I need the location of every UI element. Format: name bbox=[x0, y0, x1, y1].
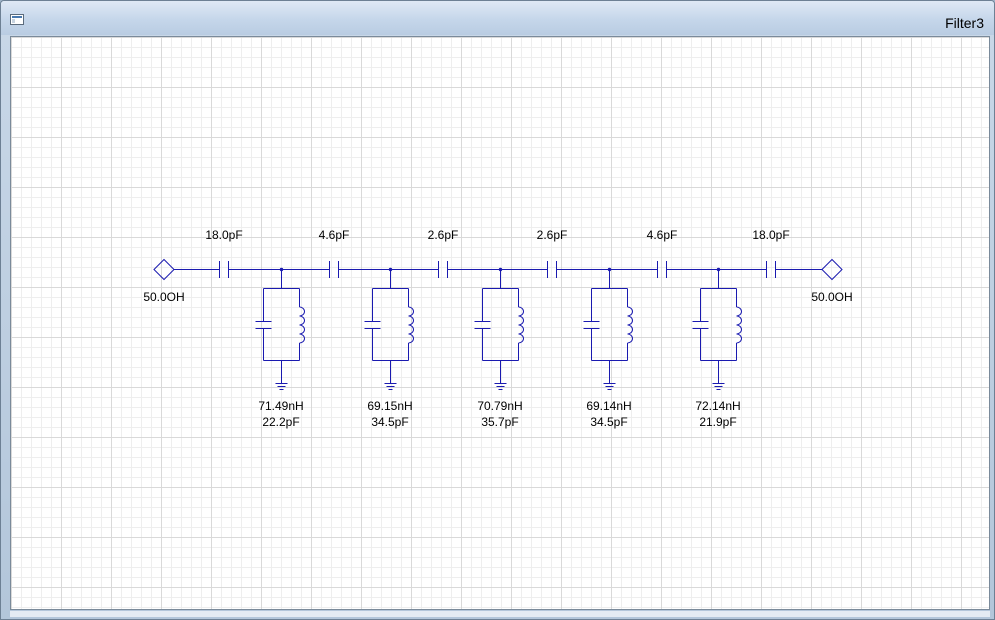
resonator-2-inductance: 69.15nH bbox=[367, 399, 412, 413]
resonator-4-inductance: 69.14nH bbox=[586, 399, 631, 413]
inductor-coil bbox=[408, 306, 414, 344]
junction-dot bbox=[607, 267, 612, 272]
junction-dot bbox=[716, 267, 721, 272]
window-menu-icon[interactable] bbox=[10, 14, 24, 25]
shunt-resonator-4 bbox=[583, 267, 633, 390]
resonator-5-inductance: 72.14nH bbox=[695, 399, 740, 413]
schematic-svg[interactable]: 18.0pF 4.6pF 2.6pF 2.6pF 4.6pF 18.0pF 50… bbox=[11, 37, 990, 610]
ground-symbol bbox=[384, 360, 397, 390]
series-cap-label-3: 2.6pF bbox=[428, 228, 459, 242]
grid-major-lines bbox=[11, 37, 989, 609]
inductor-coil bbox=[627, 306, 633, 344]
shunt-capacitor bbox=[474, 288, 491, 361]
series-cap-label-5: 4.6pF bbox=[647, 228, 678, 242]
series-capacitor-1 bbox=[219, 261, 229, 278]
output-port-label: 50.0OH bbox=[811, 290, 852, 304]
title-bar[interactable]: Filter3 bbox=[1, 1, 994, 35]
junction-dot bbox=[279, 267, 284, 272]
ground-symbol bbox=[712, 360, 725, 390]
window-title: Filter3 bbox=[945, 15, 984, 31]
status-strip bbox=[10, 611, 990, 617]
series-capacitor-3 bbox=[438, 261, 448, 278]
junction-dot bbox=[388, 267, 393, 272]
resonator-2-capacitance: 34.5pF bbox=[371, 415, 408, 429]
resonator-5-capacitance: 21.9pF bbox=[699, 415, 736, 429]
shunt-capacitor bbox=[255, 288, 272, 361]
schematic-canvas[interactable]: 18.0pF 4.6pF 2.6pF 2.6pF 4.6pF 18.0pF 50… bbox=[10, 36, 990, 610]
inductor-coil bbox=[736, 306, 742, 344]
shunt-resonator-3 bbox=[474, 267, 524, 390]
resonator-4-capacitance: 34.5pF bbox=[590, 415, 627, 429]
grid-minor-lines bbox=[11, 37, 989, 609]
inductor-coil bbox=[518, 306, 524, 344]
series-capacitor-2 bbox=[329, 261, 339, 278]
shunt-resonator-5 bbox=[692, 267, 742, 390]
ground-symbol bbox=[603, 360, 616, 390]
series-cap-label-6: 18.0pF bbox=[752, 228, 789, 242]
resonator-frame bbox=[372, 269, 409, 361]
ground-symbol bbox=[275, 360, 288, 390]
resonator-3-inductance: 70.79nH bbox=[477, 399, 522, 413]
grid bbox=[11, 37, 989, 609]
series-cap-label-4: 2.6pF bbox=[537, 228, 568, 242]
shunt-capacitor bbox=[364, 288, 381, 361]
resonator-3-capacitance: 35.7pF bbox=[481, 415, 518, 429]
output-port-symbol bbox=[821, 258, 843, 281]
shunt-resonator-2 bbox=[364, 267, 414, 390]
shunt-resonator-1 bbox=[255, 267, 305, 390]
inductor-coil bbox=[299, 306, 305, 344]
resonator-1-capacitance: 22.2pF bbox=[262, 415, 299, 429]
input-port-label: 50.0OH bbox=[143, 290, 184, 304]
shunt-capacitor bbox=[583, 288, 600, 361]
resonator-frame bbox=[482, 269, 519, 361]
resonator-frame bbox=[591, 269, 628, 361]
resonator-1-inductance: 71.49nH bbox=[258, 399, 303, 413]
wiring bbox=[153, 258, 843, 390]
series-cap-label-2: 4.6pF bbox=[319, 228, 350, 242]
series-cap-label-1: 18.0pF bbox=[205, 228, 242, 242]
shunt-capacitor bbox=[692, 288, 709, 361]
ground-symbol bbox=[494, 360, 507, 390]
junction-dot bbox=[498, 267, 503, 272]
